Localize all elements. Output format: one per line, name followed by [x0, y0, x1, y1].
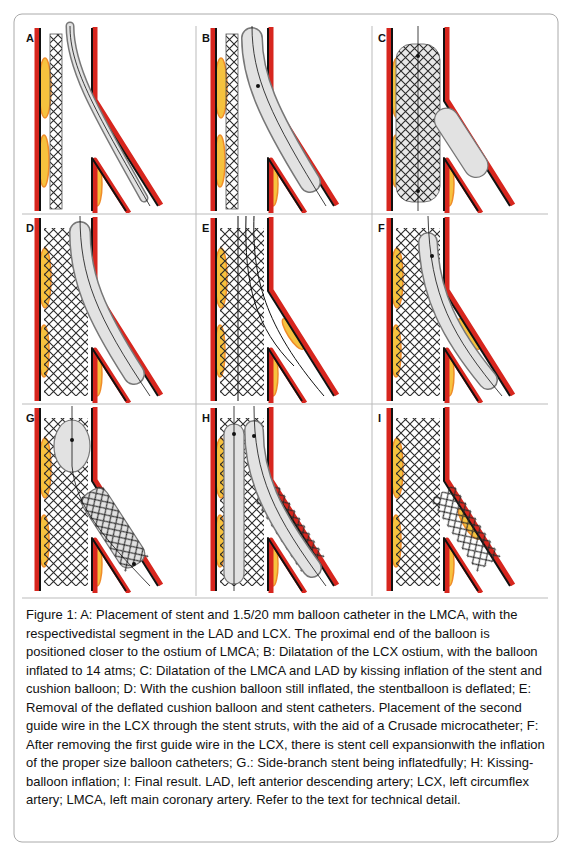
figure-caption: Figure 1: A: Placement of stent and 1.5/… — [26, 606, 546, 810]
panel-letter: H — [202, 412, 210, 424]
panel-f-art — [389, 216, 513, 403]
panel-h-art — [213, 406, 337, 593]
panel: F — [374, 216, 547, 403]
panel: G — [22, 406, 195, 593]
panel: A — [22, 26, 195, 213]
panel-letter: F — [378, 222, 385, 234]
panel-letter: I — [378, 412, 381, 424]
panel-e-art — [213, 216, 337, 403]
panel-letter: A — [26, 32, 34, 44]
panel-c-art — [389, 26, 513, 213]
panel: D — [22, 216, 195, 403]
panel-i-art — [389, 407, 513, 593]
panel-b-art — [213, 26, 337, 213]
panel: I — [374, 406, 547, 593]
figure-border — [14, 14, 558, 842]
panel-g-art — [37, 406, 161, 593]
panel-a-art — [37, 26, 161, 213]
panel-letter: E — [202, 222, 209, 234]
panel-letter: G — [26, 412, 35, 424]
panel: B — [198, 26, 371, 213]
panel-letter: B — [202, 32, 210, 44]
panel-letter: D — [26, 222, 34, 234]
panel: H — [198, 406, 371, 593]
panel: E — [198, 216, 371, 403]
panel-d-art — [37, 216, 161, 403]
panel: C — [374, 26, 547, 213]
panel-separators — [22, 26, 548, 598]
panel-letter: C — [378, 32, 386, 44]
